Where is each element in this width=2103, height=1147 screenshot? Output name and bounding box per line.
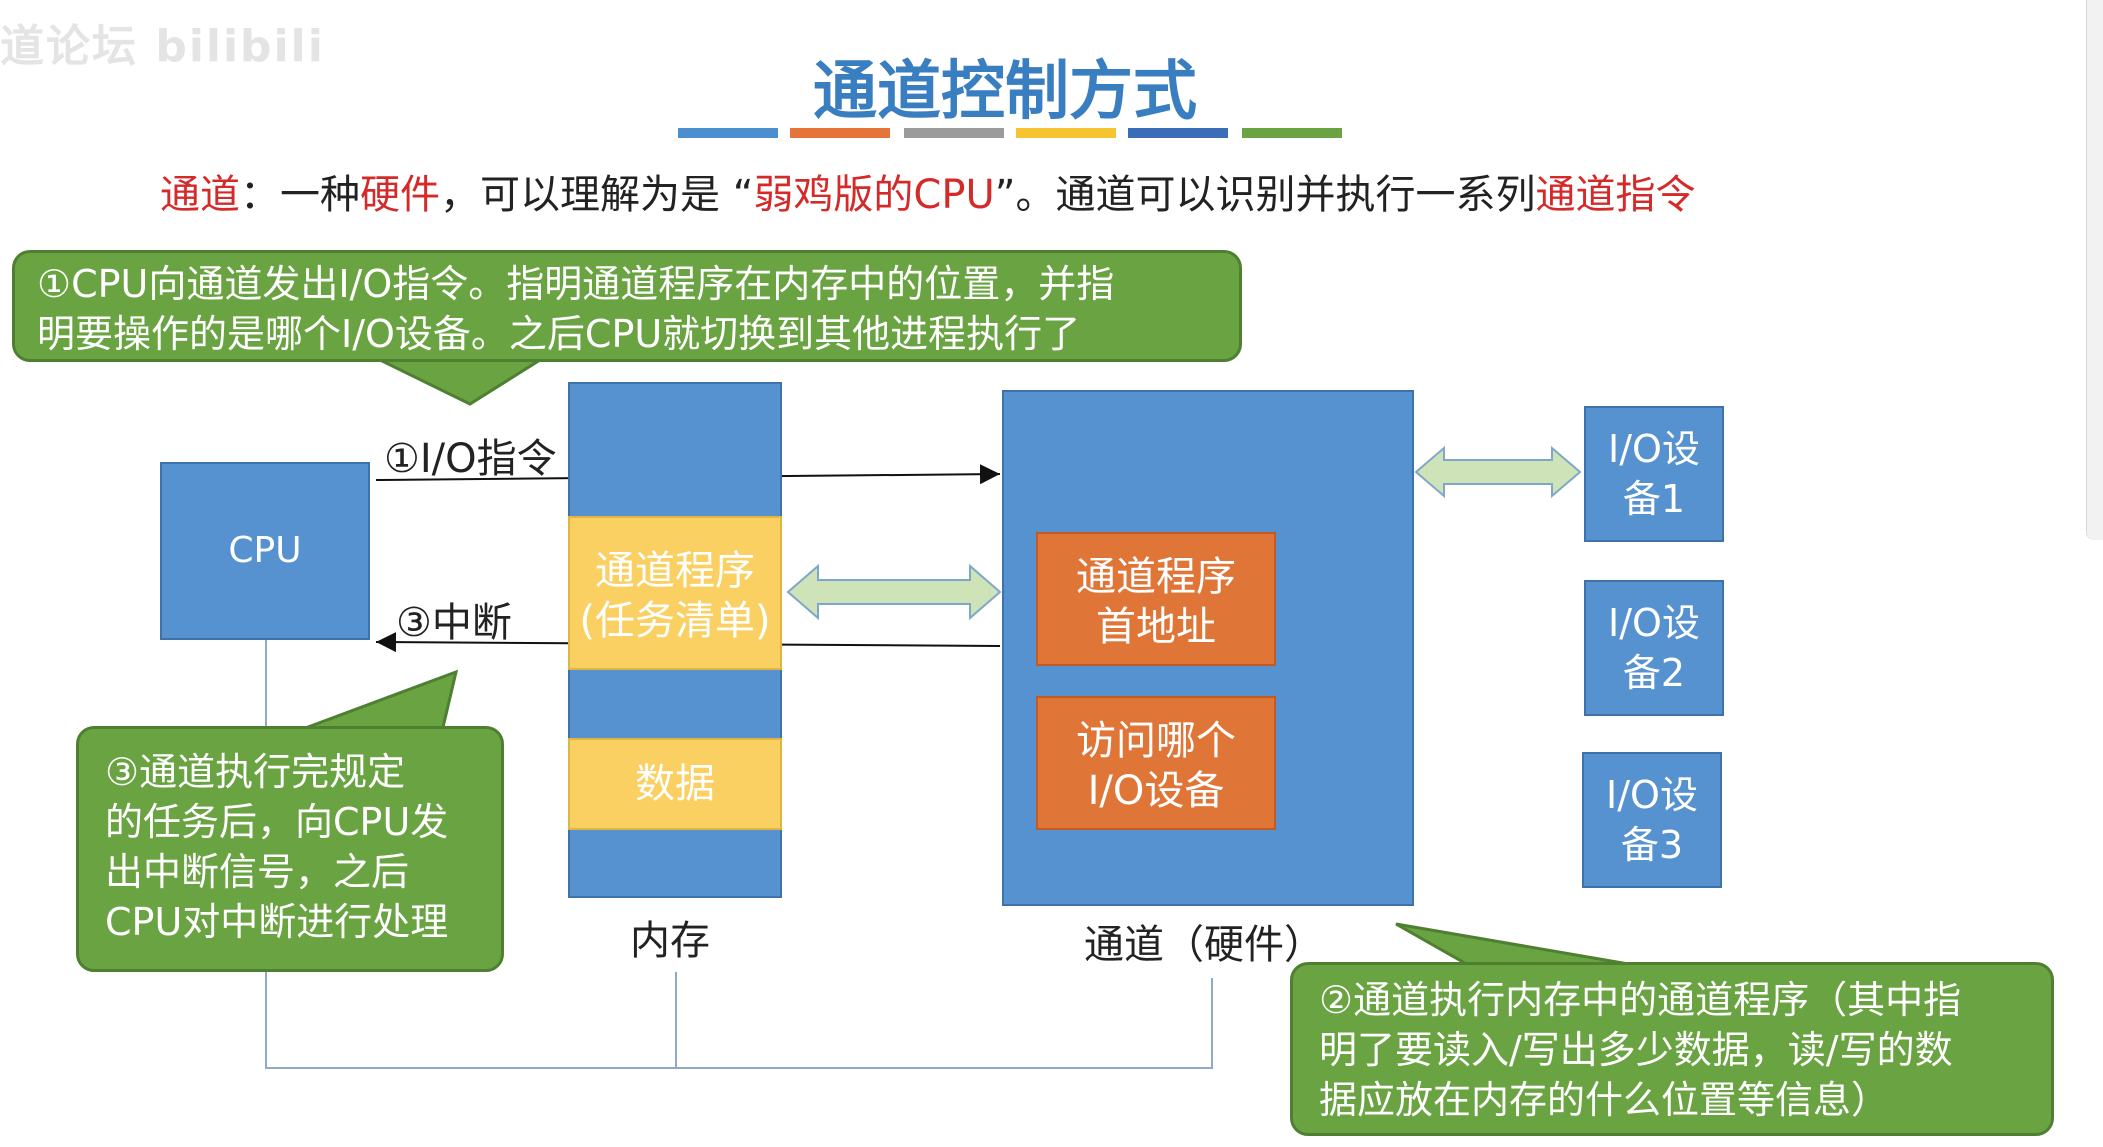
io-device-2: I/O设 备2	[1584, 580, 1724, 716]
intro-sentence: 通道：一种硬件，可以理解为是 “弱鸡版的CPU”。通道可以识别并执行一系列通道指…	[160, 162, 1696, 220]
intro-term-hardware: 硬件	[360, 172, 440, 218]
memory-data: 数据	[568, 738, 782, 830]
callout-step3: ③通道执行完规定 的任务后，向CPU发 出中断信号，之后 CPU对中断进行处理	[76, 726, 504, 972]
callout-step2-tail	[1395, 922, 1641, 968]
io-device-1: I/O设 备1	[1584, 406, 1724, 542]
callout-step3-line: CPU对中断进行处理	[105, 900, 449, 944]
callout-step2: ②通道执行内存中的通道程序（其中指 明了要读入/写出多少数据，读/写的数 据应放…	[1290, 962, 2054, 1136]
io-device-3-line: I/O设	[1606, 773, 1698, 817]
memory-channel-program-line: (任务清单)	[579, 598, 771, 644]
memory-label: 内存	[630, 918, 710, 964]
io-device-1-line: 备1	[1622, 477, 1686, 521]
io-device-3: I/O设 备3	[1582, 752, 1722, 888]
callout-step2-line: ②通道执行内存中的通道程序（其中指	[1319, 978, 1962, 1022]
callout-step3-line: 出中断信号，之后	[105, 850, 410, 894]
callout-step1-line: ①CPU向通道发出I/O指令。指明通道程序在内存中的位置，并指	[37, 262, 1115, 306]
cpu-block: CPU	[160, 462, 370, 640]
callout-step1: ①CPU向通道发出I/O指令。指明通道程序在内存中的位置，并指 明要操作的是哪个…	[12, 250, 1242, 362]
callout-step1-line: 明要操作的是哪个I/O设备。之后CPU就切换到其他进程执行了	[37, 312, 1081, 356]
callout-step2-line: 明了要读入/写出多少数据，读/写的数	[1319, 1028, 1953, 1072]
callout-step1-tail	[379, 358, 546, 406]
channel-label: 通道（硬件）	[1084, 922, 1324, 968]
memory-channel-double-arrow	[786, 563, 1002, 621]
io-device-2-line: 备2	[1622, 651, 1686, 695]
channel-which-device-line: 访问哪个	[1076, 718, 1236, 764]
interrupt-label: ③中断	[396, 600, 512, 646]
intro-text: ”。通道可以识别并执行一系列	[994, 172, 1536, 218]
io-device-3-line: 备3	[1620, 823, 1684, 867]
io-device-1-line: I/O设	[1608, 427, 1700, 471]
channel-program-address-line: 通道程序	[1076, 554, 1236, 600]
title-stripe-green	[1242, 128, 1342, 138]
intro-term-weak-cpu: 弱鸡版的CPU	[753, 172, 995, 218]
memory-channel-program: 通道程序 (任务清单)	[568, 516, 782, 670]
intro-text: ：一种	[240, 172, 360, 218]
intro-term-channel: 通道	[160, 172, 240, 218]
callout-step2-line: 据应放在内存的什么位置等信息）	[1319, 1078, 1890, 1122]
watermark: 道论坛 bilibili	[0, 21, 325, 72]
io-device-2-line: I/O设	[1608, 601, 1700, 645]
channel-which-device: 访问哪个 I/O设备	[1036, 696, 1276, 830]
channel-program-address-line: 首地址	[1096, 604, 1216, 650]
channel-io-double-arrow	[1414, 445, 1582, 499]
scroll-handle[interactable]	[2086, 0, 2103, 540]
io-instruction-label: ①I/O指令	[384, 436, 557, 482]
callout-step3-line: ③通道执行完规定	[105, 750, 406, 794]
title-stripe-yellow	[1016, 128, 1116, 138]
intro-text: ，可以理解为是 “	[440, 172, 754, 218]
title-stripe-orange	[790, 128, 890, 138]
title-stripe-gray	[904, 128, 1004, 138]
intro-term-channel-instructions: 通道指令	[1535, 172, 1696, 218]
title-stripe-navy	[1128, 128, 1228, 138]
channel-program-address: 通道程序 首地址	[1036, 532, 1276, 666]
channel-which-device-line: I/O设备	[1087, 768, 1225, 814]
memory-channel-program-line: 通道程序	[595, 548, 755, 594]
callout-step3-line: 的任务后，向CPU发	[105, 800, 449, 844]
slide-title: 通道控制方式	[813, 55, 1197, 129]
title-stripe-blue	[678, 128, 778, 138]
